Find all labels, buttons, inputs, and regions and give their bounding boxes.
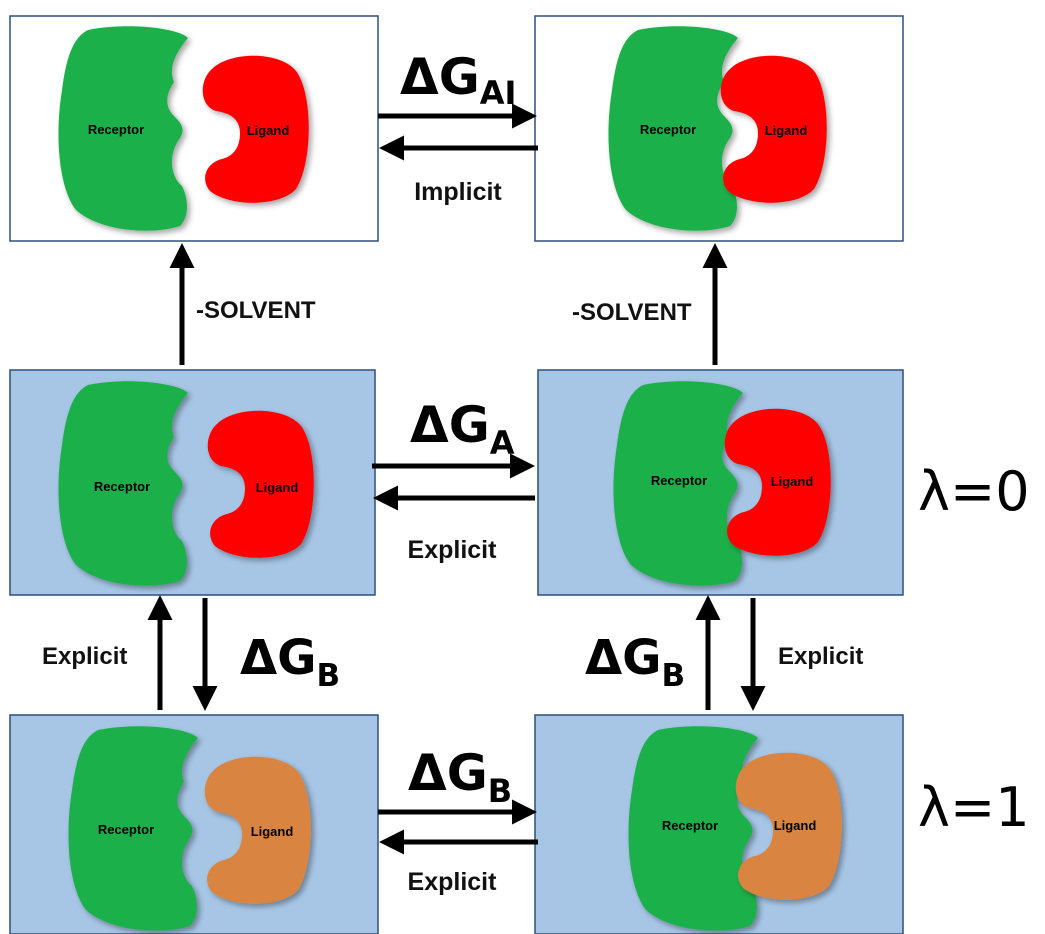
ligand-bound-top: Ligand bbox=[720, 55, 827, 203]
explicit-label-bottom: Explicit bbox=[408, 868, 498, 896]
solvent-right-label: -SOLVENT bbox=[572, 299, 692, 326]
delta-g-b-right: ΔGB bbox=[585, 630, 685, 694]
receptor-bound-bottom: Receptor bbox=[628, 726, 758, 931]
ligand-bound-bottom: Ligand bbox=[735, 752, 842, 900]
receptor-bound-mid: Receptor bbox=[613, 381, 743, 586]
receptor-label: Receptor bbox=[94, 479, 150, 494]
receptor-bound-top: Receptor bbox=[608, 26, 738, 231]
ligand-unbound-top: Ligand bbox=[202, 55, 309, 203]
explicit-label-left: Explicit bbox=[42, 643, 127, 670]
delta-g-ai: ΔGAI bbox=[400, 48, 516, 112]
ligand-bound-mid: Ligand bbox=[724, 408, 831, 556]
receptor-label: Receptor bbox=[640, 122, 696, 137]
receptor-unbound-top: Receptor bbox=[58, 26, 188, 231]
ligand-label: Ligand bbox=[251, 824, 294, 839]
receptor-label: Receptor bbox=[88, 122, 144, 137]
receptor-label: Receptor bbox=[651, 473, 707, 488]
explicit-label-mid: Explicit bbox=[408, 536, 498, 564]
receptor-label: Receptor bbox=[98, 822, 154, 837]
ligand-label: Ligand bbox=[771, 474, 814, 489]
ligand-label: Ligand bbox=[247, 123, 290, 138]
lambda-1-label: λ=1 bbox=[918, 776, 1030, 839]
lambda-0-label: λ=0 bbox=[918, 460, 1030, 523]
ligand-label: Ligand bbox=[774, 818, 817, 833]
delta-g-b-bottom: ΔGB bbox=[408, 744, 512, 810]
implicit-label: Implicit bbox=[414, 178, 502, 206]
delta-g-b-left: ΔGB bbox=[240, 630, 340, 694]
ligand-unbound-bottom: Ligand bbox=[204, 756, 311, 904]
delta-g-a: ΔGA bbox=[410, 396, 515, 462]
receptor-label: Receptor bbox=[662, 818, 718, 833]
ligand-unbound-mid: Ligand bbox=[207, 410, 314, 558]
ligand-label: Ligand bbox=[765, 123, 808, 138]
explicit-label-right: Explicit bbox=[778, 643, 863, 670]
receptor-unbound-mid: Receptor bbox=[58, 381, 188, 586]
receptor-unbound-bottom: Receptor bbox=[68, 726, 198, 931]
solvent-left-label: -SOLVENT bbox=[196, 297, 316, 324]
ligand-label: Ligand bbox=[256, 480, 299, 495]
